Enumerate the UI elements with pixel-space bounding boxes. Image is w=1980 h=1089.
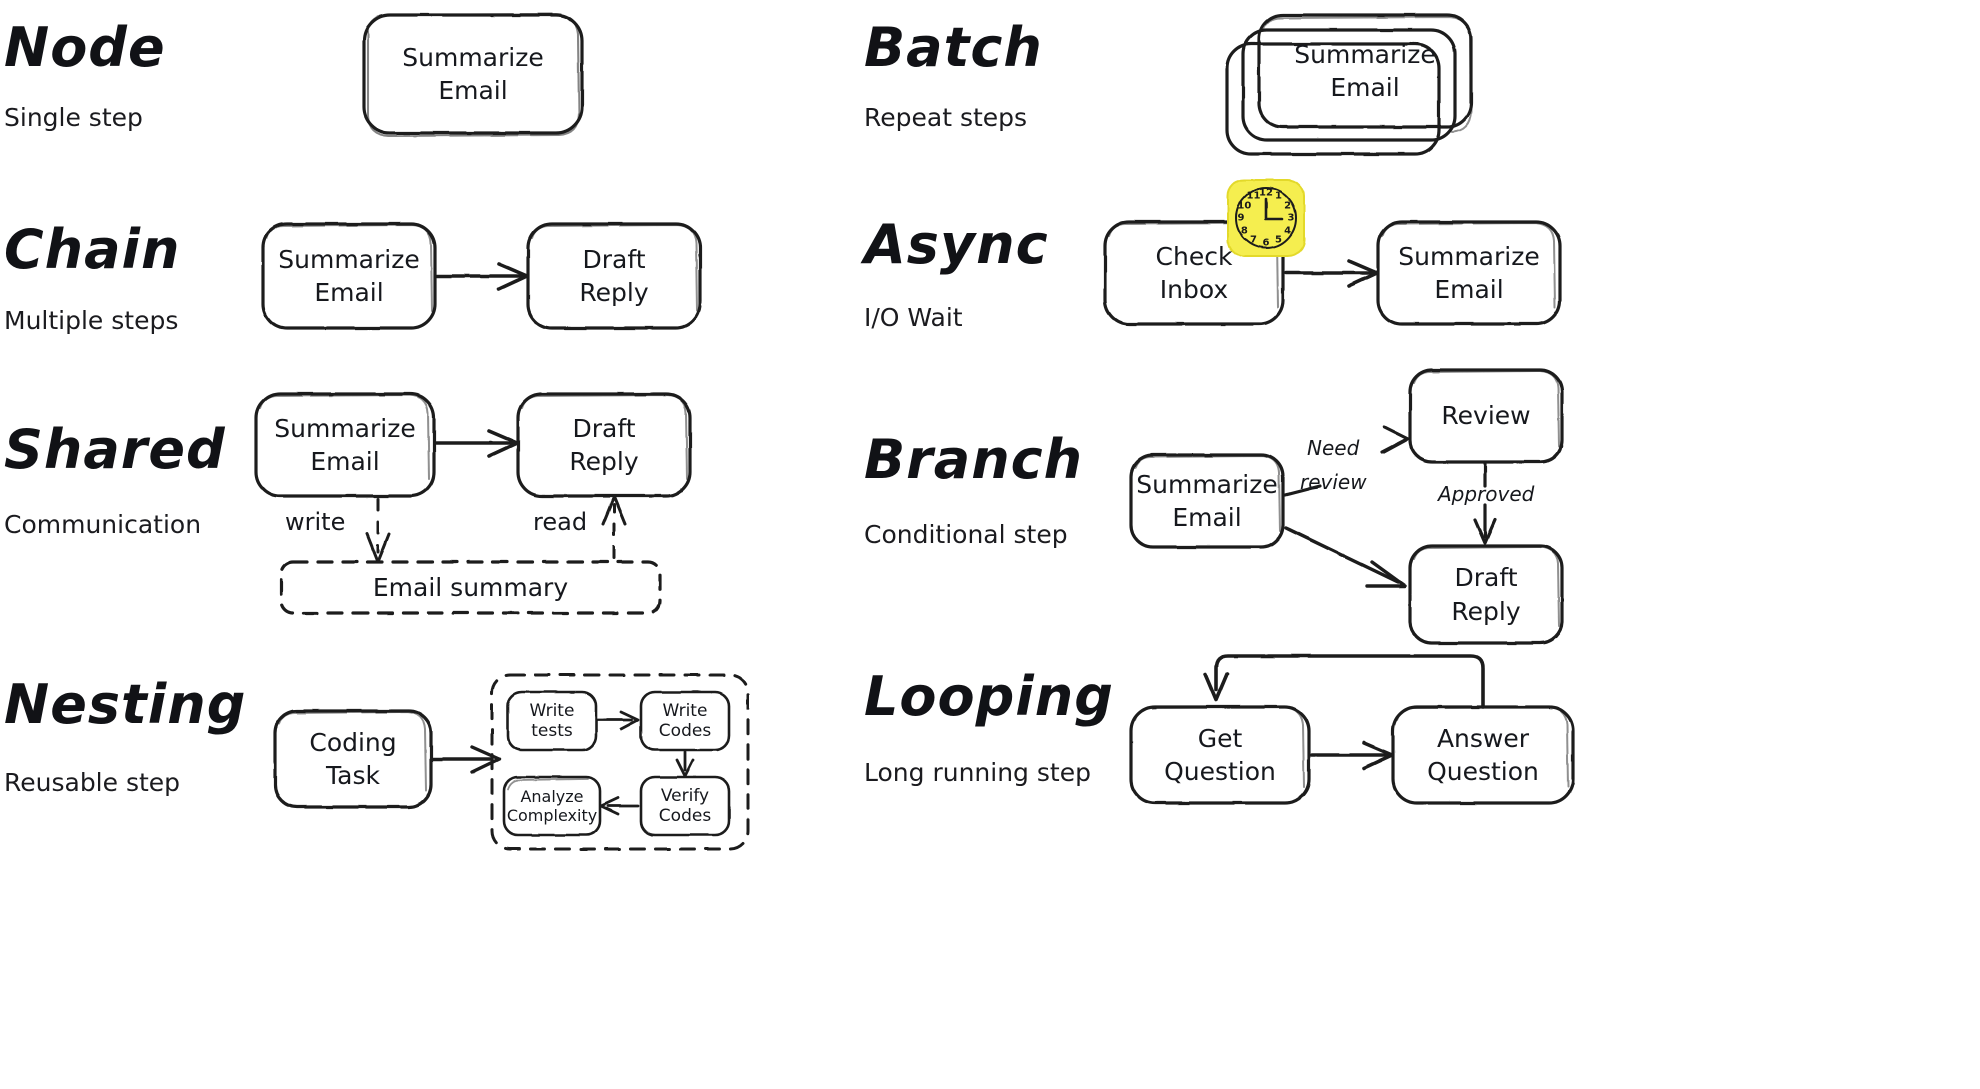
clock-numeral-1: 1 — [1275, 190, 1282, 202]
clock-numeral-12: 12 — [1259, 187, 1273, 199]
section-title-async: Async — [864, 213, 1049, 276]
batch-summarize-email-shape — [1225, 13, 1473, 156]
chain-edge-1 — [435, 262, 529, 291]
section-title-chain: Chain — [4, 218, 181, 281]
clock-numeral-7: 7 — [1250, 234, 1257, 246]
branch-review-shape — [1408, 368, 1564, 464]
nesting-write-tests-shape — [506, 690, 598, 752]
section-title-looping: Looping — [864, 665, 1114, 728]
branch-summarize-email-shape — [1129, 453, 1285, 549]
clock-numeral-5: 5 — [1275, 234, 1282, 246]
nesting-group-shape — [490, 673, 750, 851]
branch-edge-label-approved: Approved — [1438, 482, 1535, 506]
shared-edge-read-head — [601, 495, 627, 526]
branch-edge-label-need: Need — [1307, 436, 1360, 460]
section-subtitle-branch: Conditional step — [864, 520, 1068, 549]
looping-edge-get-to-answer — [1310, 741, 1394, 770]
section-subtitle-node: Single step — [4, 103, 143, 132]
branch-review-label: Review — [1441, 401, 1531, 431]
section-subtitle-async: I/O Wait — [864, 303, 963, 332]
section-title-branch: Branch — [864, 428, 1084, 491]
async-edge-1 — [1284, 259, 1379, 288]
clock-numeral-8: 8 — [1240, 225, 1248, 236]
shared-edge-label-write: write — [285, 508, 346, 536]
branch-edge-label-review: review — [1300, 470, 1367, 494]
section-subtitle-batch: Repeat steps — [864, 103, 1028, 132]
branch-draft-reply-shape — [1408, 544, 1564, 645]
clock-numeral-9: 9 — [1237, 212, 1245, 224]
section-title-nesting: Nesting — [4, 673, 247, 736]
clock-numeral-11: 11 — [1246, 190, 1261, 202]
async-summarize-email-shape — [1376, 220, 1562, 326]
section-subtitle-nesting: Reusable step — [4, 768, 181, 797]
section-subtitle-chain: Multiple steps — [4, 306, 179, 335]
section-subtitle-looping: Long running step — [864, 758, 1091, 787]
shared-edge-summarize-to-draft — [434, 429, 519, 458]
shared-store-shape — [279, 560, 662, 615]
looping-answer-question-shape — [1391, 705, 1575, 805]
shared-draft-reply-shape — [516, 392, 692, 498]
shared-store-label: Email summary — [372, 572, 569, 602]
clock-numeral-4: 4 — [1284, 225, 1292, 236]
section-title-batch: Batch — [864, 16, 1043, 79]
clock-numeral-3: 3 — [1287, 212, 1295, 224]
nesting-analyze-complexity-shape — [502, 775, 602, 837]
looping-get-question-shape — [1129, 705, 1311, 805]
shared-edge-label-read: read — [533, 508, 588, 536]
shared-edge-write-head — [365, 532, 391, 564]
nesting-write-codes-shape — [639, 690, 731, 752]
nesting-edge-codes-to-verify — [675, 750, 695, 778]
nesting-edge-coding-to-sub — [431, 745, 501, 774]
clock-numeral-2: 2 — [1284, 200, 1292, 211]
nesting-verify-codes-shape — [639, 775, 731, 837]
nesting-edge-verify-to-analyze — [599, 796, 640, 816]
section-title-shared: Shared — [4, 418, 226, 481]
nesting-edge-tests-to-codes — [595, 710, 640, 731]
nesting-coding-task-shape — [273, 709, 433, 809]
shared-summarize-email-shape — [254, 392, 436, 498]
section-subtitle-shared: Communication — [4, 510, 202, 539]
branch-edge-summarize-to-draft — [1284, 526, 1407, 588]
section-title-node: Node — [4, 16, 166, 79]
clock-numeral-10: 10 — [1237, 200, 1252, 211]
looping-edge-answer-to-get — [1203, 654, 1485, 709]
chain-summarize-email-shape — [261, 222, 437, 330]
chain-draft-reply-shape — [526, 222, 702, 330]
clock-numeral-6: 6 — [1262, 237, 1270, 249]
node-summarize-email-shape — [362, 12, 584, 138]
